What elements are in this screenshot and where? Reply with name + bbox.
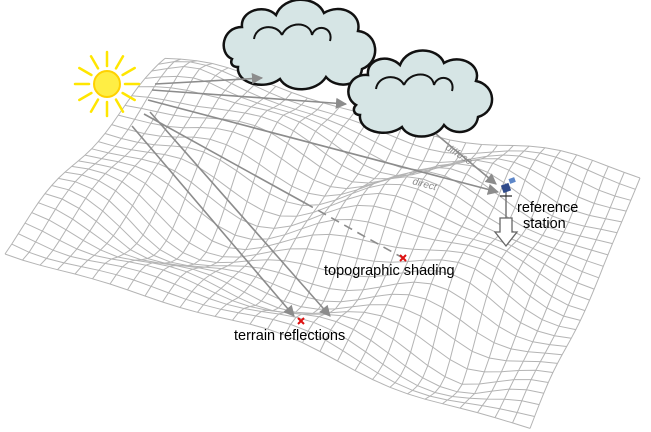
arrow-sun-to-reflection-right <box>149 111 331 317</box>
arrow-sun-to-cloud-upper <box>154 72 264 85</box>
sun-icon <box>73 50 141 118</box>
topographic-shading-label: topographic shading <box>324 263 455 279</box>
arrow-sun-to-cloud-lower <box>151 89 348 109</box>
arrow-sun-to-reflection-left <box>131 125 295 317</box>
terrain-reflections-label: terrain reflections <box>234 328 345 344</box>
arrow-direct-to-shading <box>143 113 306 204</box>
reference-station-label-line2: station <box>523 216 566 232</box>
arrow-direct-to-station <box>147 99 500 195</box>
radiation-paths <box>131 72 500 317</box>
arrow-shadow-dashed <box>304 202 404 259</box>
shading-point-marker <box>399 254 407 262</box>
terrain-mesh <box>4 57 641 429</box>
reference-station-label-line1: reference <box>517 200 578 216</box>
cloud-icon <box>347 49 494 138</box>
direct-label: direct <box>411 176 439 193</box>
arrow-diffuse-to-station <box>435 133 497 185</box>
weather-station-icon <box>493 177 519 248</box>
cloud-icon <box>222 0 377 91</box>
reflection-point-marker <box>297 317 305 325</box>
